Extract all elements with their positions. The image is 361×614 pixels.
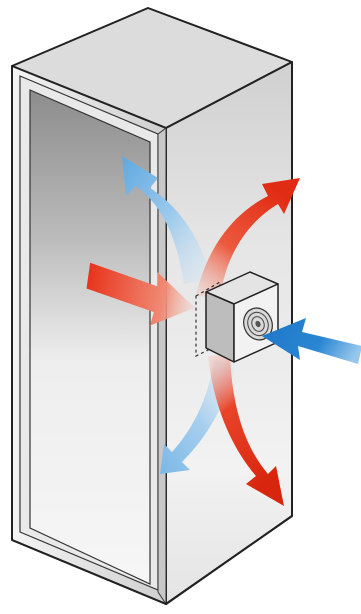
diagram-canvas bbox=[0, 0, 361, 614]
enclosure-cooling-diagram bbox=[0, 0, 361, 614]
